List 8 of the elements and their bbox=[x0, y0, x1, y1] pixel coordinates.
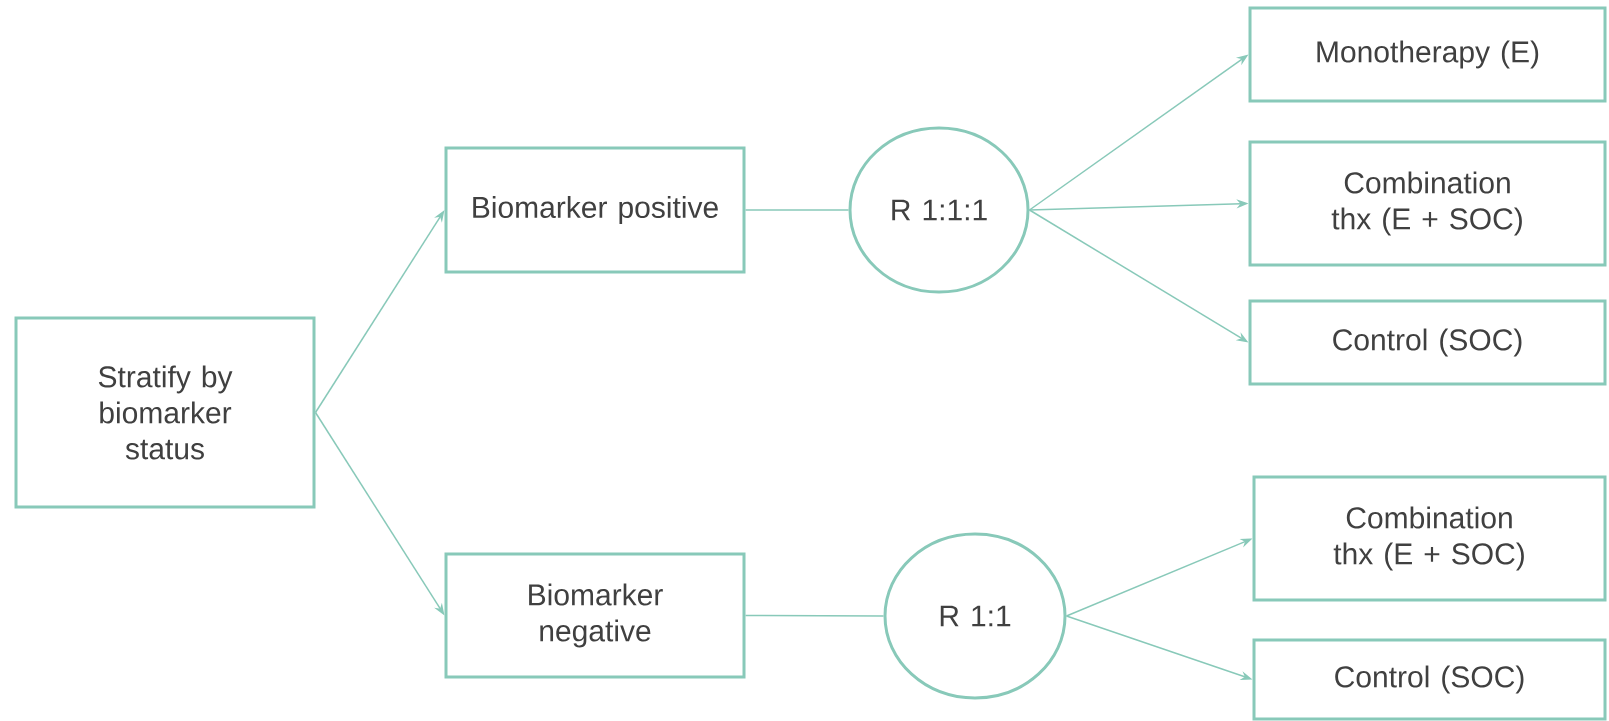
process-box: Monotherapy (E) bbox=[1248, 6, 1607, 103]
process-box: Biomarker negative bbox=[444, 552, 746, 679]
process-box: Combination thx (E + SOC) bbox=[1248, 140, 1607, 267]
process-box: Control (SOC) bbox=[1252, 638, 1607, 721]
process-box: Control (SOC) bbox=[1248, 299, 1607, 386]
process-box: Combination thx (E + SOC) bbox=[1252, 475, 1607, 602]
process-box: Stratify by biomarker status bbox=[14, 316, 316, 509]
process-box: Biomarker positive bbox=[444, 146, 746, 274]
